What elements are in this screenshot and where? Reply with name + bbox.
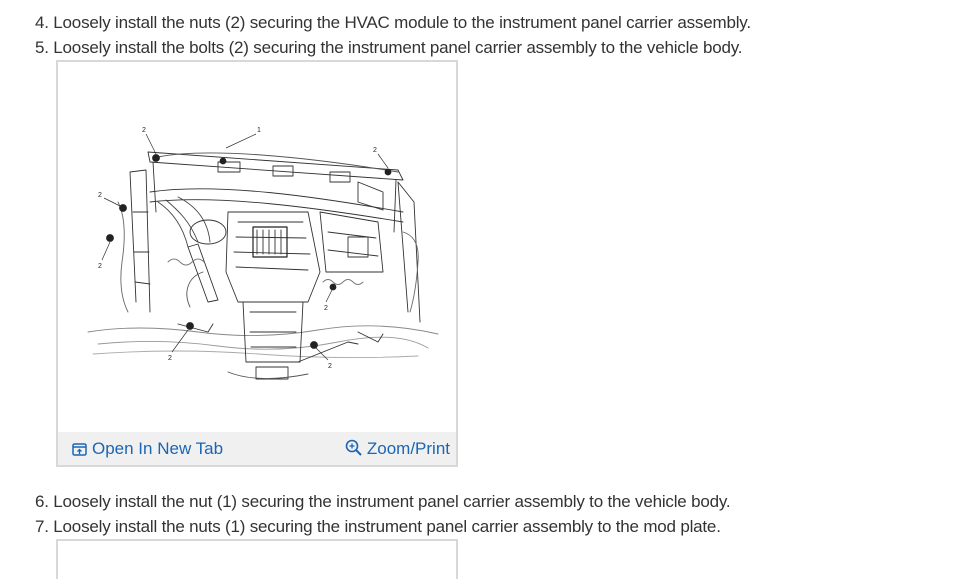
- diagram-drawing: 2 1 2 2 2 2 2 2: [87, 127, 439, 380]
- callout-2: 1: [257, 127, 261, 134]
- step-4: 4. Loosely install the nuts (2) securing…: [35, 13, 751, 32]
- next-figure-card: [56, 539, 458, 579]
- step-5: 5. Loosely install the bolts (2) securin…: [35, 38, 743, 57]
- step-7: 7. Loosely install the nuts (1) securing…: [35, 517, 721, 536]
- figure-footer: Open In New Tab Zoom/Print: [58, 432, 456, 465]
- instrument-panel-diagram: 2 1 2 2 2 2 2 2: [58, 62, 456, 432]
- step-6: 6. Loosely install the nut (1) securing …: [35, 492, 731, 511]
- zoom-magnifier-icon: [345, 439, 362, 462]
- zoom-print-link[interactable]: Zoom/Print: [345, 438, 450, 462]
- callout-5: 2: [98, 263, 102, 270]
- callout-1: 2: [142, 127, 146, 134]
- callout-labels: 2 1 2 2 2 2 2 2: [98, 127, 377, 370]
- callout-8: 2: [324, 305, 328, 312]
- callout-4: 2: [98, 192, 102, 199]
- callout-7: 2: [328, 363, 332, 370]
- zoom-print-label: Zoom/Print: [366, 439, 450, 458]
- figure-card: 2 1 2 2 2 2 2 2 Open In New Tab: [56, 60, 458, 467]
- open-in-new-tab-link[interactable]: Open In New Tab: [72, 438, 223, 462]
- open-in-new-tab-label: Open In New Tab: [92, 439, 224, 458]
- callout-3: 2: [373, 147, 377, 154]
- callout-6: 2: [168, 355, 172, 362]
- open-new-tab-icon: [72, 440, 87, 462]
